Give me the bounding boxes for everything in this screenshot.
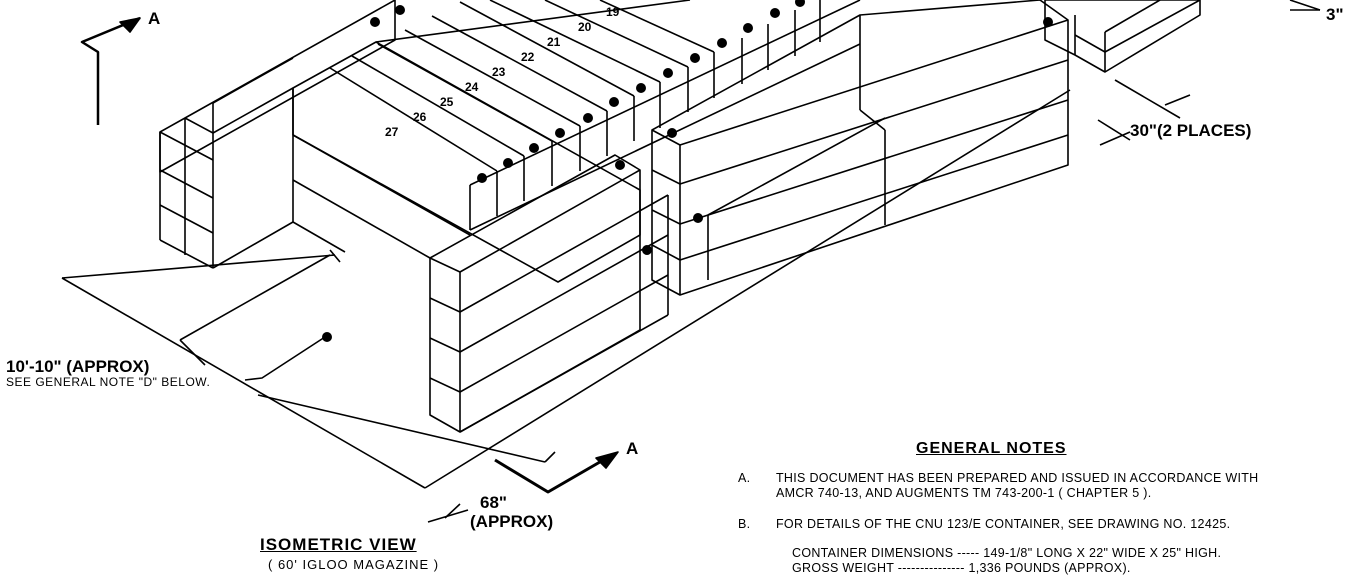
view-subtitle: ( 60' IGLOO MAGAZINE ) (268, 557, 440, 572)
note-text-line: THIS DOCUMENT HAS BEEN PREPARED AND ISSU… (776, 471, 1259, 485)
dimension-top-right: 3" (1326, 5, 1344, 24)
container-dimensions-spec: CONTAINER DIMENSIONS ----- 149-1/8" LONG… (792, 546, 1222, 560)
center-block (292, 0, 861, 283)
marker-dots (322, 0, 1053, 342)
position-number: 22 (521, 50, 535, 64)
note-text-line: FOR DETAILS OF THE CNU 123/E CONTAINER, … (776, 517, 1231, 531)
position-number: 20 (578, 20, 592, 34)
front-stack (429, 154, 669, 433)
right-block (651, 0, 1069, 296)
dimension-spacing: 30"(2 PLACES) (1130, 121, 1252, 140)
dimension-width-note: (APPROX) (470, 512, 554, 531)
top-right-block (1044, 0, 1321, 73)
general-notes-title: GENERAL NOTES (916, 440, 1067, 457)
position-number: 26 (413, 110, 427, 124)
position-number: 23 (492, 65, 506, 79)
note-leader (244, 336, 326, 381)
position-number: 21 (547, 35, 561, 49)
position-number: 24 (465, 80, 479, 94)
position-number: 19 (606, 5, 620, 19)
dimension-length-note: SEE GENERAL NOTE "D" BELOW. (6, 375, 211, 389)
left-stack (159, 0, 396, 269)
note-letter: A. (738, 471, 751, 485)
section-marker-label-bottom: A (626, 439, 639, 458)
position-number: 25 (440, 95, 454, 109)
section-marker-label-top: A (148, 9, 161, 28)
section-marker-bottom (494, 451, 619, 494)
spacing-dimension (1097, 79, 1191, 146)
floor-outline (61, 89, 1071, 489)
width-leader (427, 503, 469, 523)
note-text-line: AMCR 740-13, AND AUGMENTS TM 743-200-1 (… (776, 486, 1152, 500)
dimension-length: 10'-10" (APPROX) (6, 357, 150, 376)
position-number: 27 (385, 125, 399, 139)
gross-weight-spec: GROSS WEIGHT --------------- 1,336 POUND… (792, 561, 1131, 575)
section-marker-top (80, 16, 141, 125)
view-title: ISOMETRIC VIEW (260, 535, 417, 554)
dimension-width: 68" (480, 493, 507, 512)
note-letter: B. (738, 517, 751, 531)
